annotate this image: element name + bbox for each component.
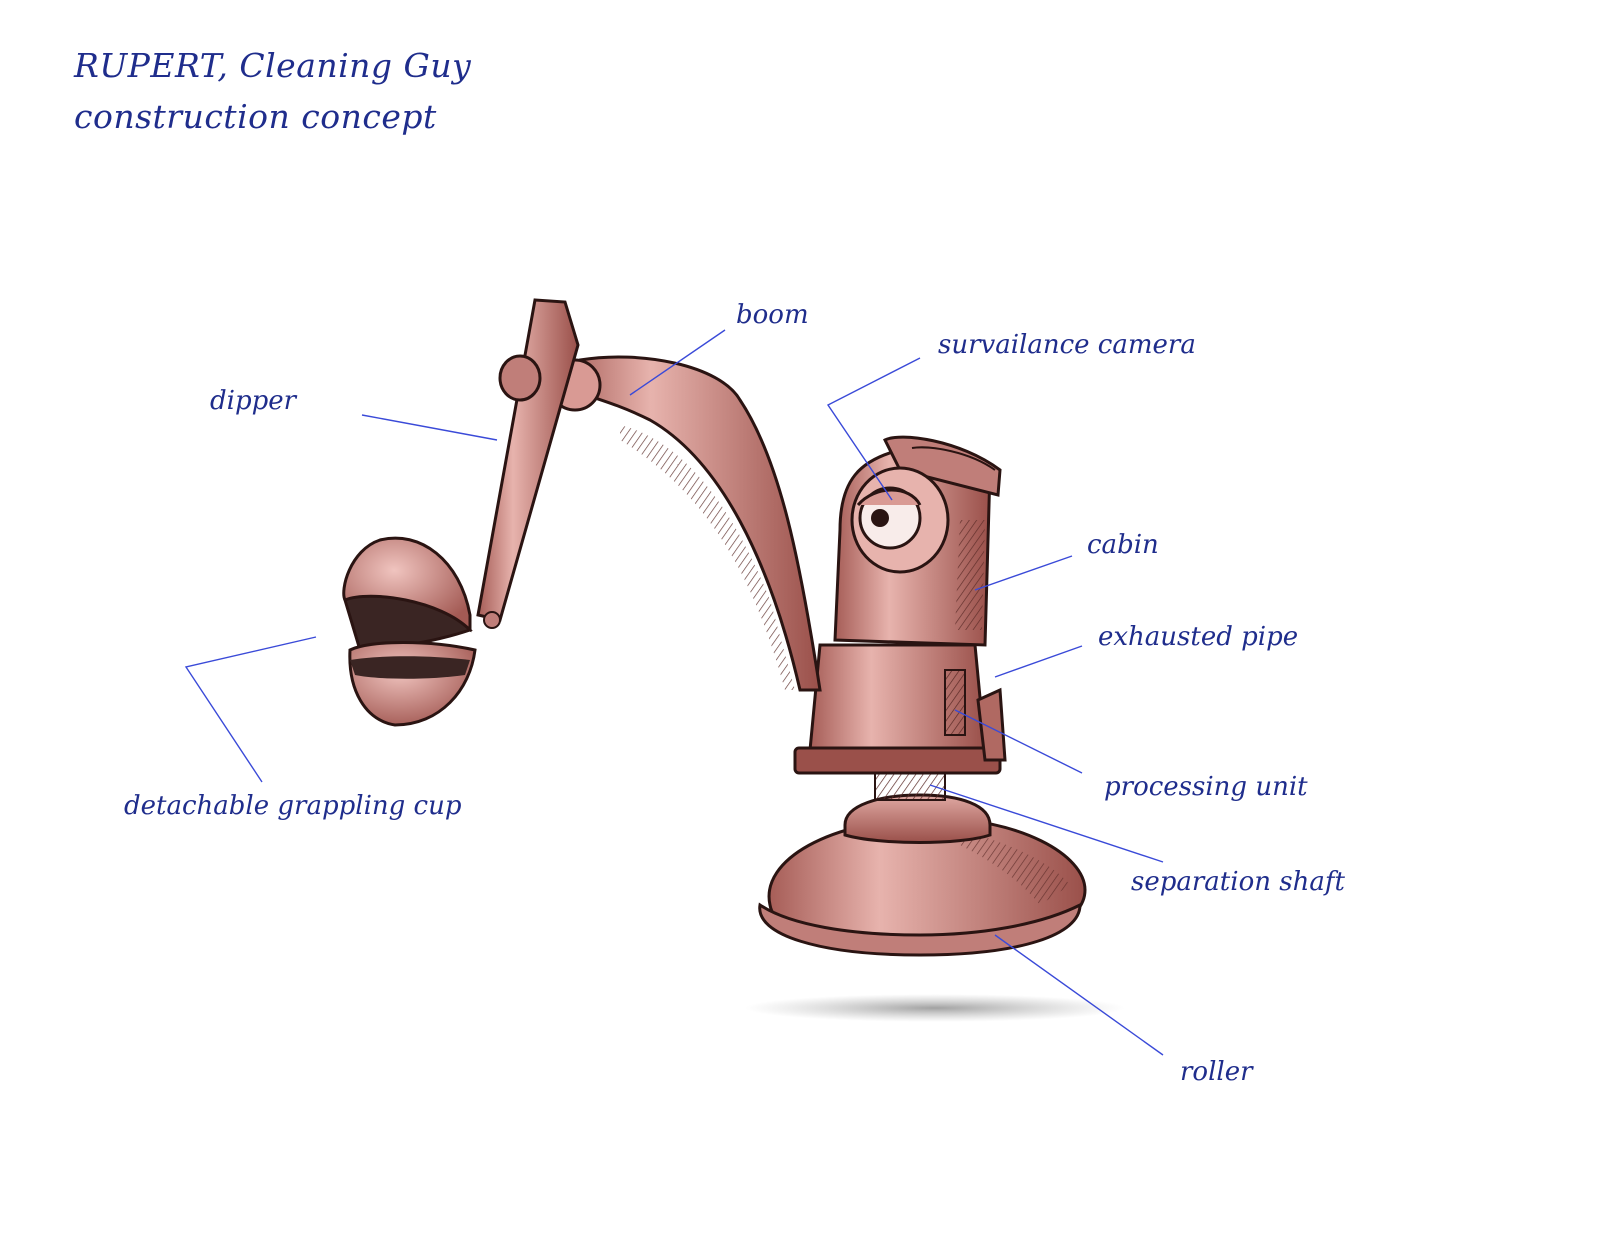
- leader-line-camera: [826, 357, 921, 501]
- leader-line-boom: [629, 329, 726, 396]
- boom-part: [548, 355, 822, 692]
- label-processing-unit: processing unit: [1104, 772, 1308, 802]
- title-line-2: construction concept: [74, 97, 437, 136]
- label-separation-shaft: separation shaft: [1131, 867, 1345, 897]
- label-exhaust-pipe: exhausted pipe: [1098, 622, 1299, 652]
- leader-line-dipper: [361, 414, 498, 441]
- label-surveillance-camera: survailance camera: [938, 330, 1196, 360]
- processing-unit-part: [793, 643, 1002, 775]
- label-cabin: cabin: [1087, 530, 1159, 560]
- leader-line-cup: [184, 636, 317, 783]
- label-roller: roller: [1180, 1057, 1253, 1087]
- dipper-part: [476, 298, 580, 629]
- exhaust-pipe-part: [976, 687, 1007, 762]
- leader-line-exhaust: [994, 645, 1083, 678]
- surveillance-camera-part: [850, 466, 950, 574]
- roller-part: [758, 816, 1087, 957]
- separation-shaft-part: [843, 769, 992, 844]
- ground-shadow: [745, 994, 1125, 1022]
- leader-line-cabin: [974, 555, 1073, 591]
- label-boom: boom: [736, 300, 809, 330]
- title-line-1: RUPERT, Cleaning Guy: [74, 46, 472, 85]
- leader-line-processing: [954, 709, 1083, 774]
- label-dipper: dipper: [210, 386, 297, 416]
- leader-lines: [184, 329, 1164, 1056]
- label-grappling-cup: detachable grappling cup: [124, 791, 462, 821]
- leader-line-roller: [994, 934, 1164, 1056]
- grappling-cup-part: [342, 536, 477, 727]
- leader-line-shaft: [929, 784, 1164, 863]
